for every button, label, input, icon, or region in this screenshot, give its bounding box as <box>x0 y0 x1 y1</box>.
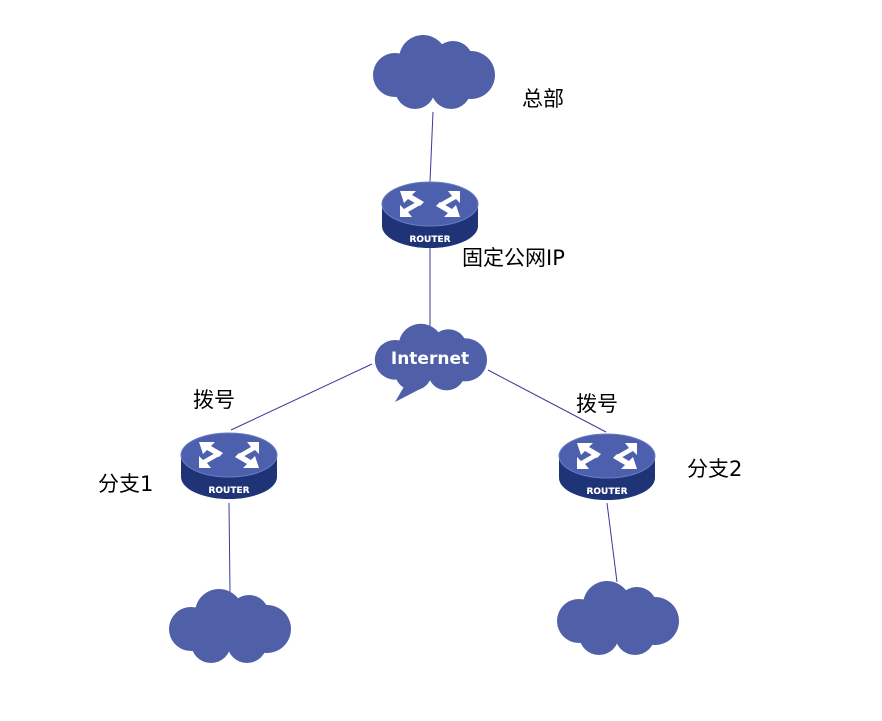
dial-label-1: 拨号 <box>193 388 235 412</box>
link-internet-branch2 <box>487 369 607 433</box>
link-branch2-router-cloud <box>606 502 618 583</box>
dial-label-2: 拨号 <box>576 392 618 416</box>
link-branch1-router-cloud <box>228 502 231 593</box>
branch1-cloud-icon <box>169 589 291 663</box>
link-hq-cloud-router <box>429 111 434 183</box>
router-label: ROUTER <box>208 486 249 496</box>
branch2-label: 分支2 <box>687 457 743 481</box>
router-label: ROUTER <box>586 487 627 497</box>
hq-cloud-icon <box>373 35 495 109</box>
hq-label: 总部 <box>522 87 564 111</box>
branch1-label: 分支1 <box>98 472 154 496</box>
hq-router-label: 固定公网IP <box>462 246 565 270</box>
router-label: ROUTER <box>409 235 450 245</box>
internet-cloud-icon: Internet <box>374 323 488 402</box>
link-internet-branch1 <box>230 363 373 431</box>
branch2-cloud-icon <box>557 581 679 655</box>
links <box>228 111 618 593</box>
internet-label: Internet <box>391 349 469 369</box>
